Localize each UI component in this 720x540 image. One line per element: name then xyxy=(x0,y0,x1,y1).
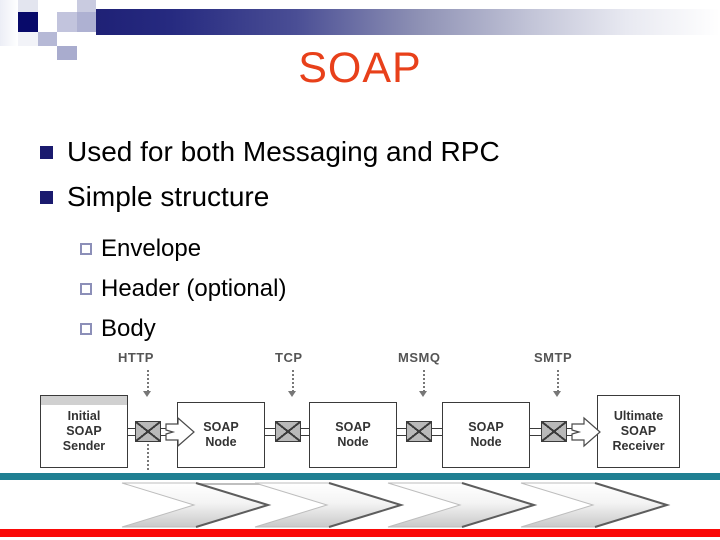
page-title: SOAP xyxy=(298,44,422,92)
protocol-dash-msmq xyxy=(423,370,425,392)
node-line: SOAP xyxy=(620,424,657,438)
deco-square-navy xyxy=(18,12,38,32)
flow-arrow-icon xyxy=(165,416,195,448)
sub-bullet-text: Body xyxy=(101,315,156,342)
list-item: Simple structure xyxy=(40,177,680,217)
deco-square-4 xyxy=(77,0,96,12)
footer-chevron-band xyxy=(0,481,720,529)
footer-red-rule xyxy=(0,529,720,537)
protocol-label-msmq: MSMQ xyxy=(398,350,441,365)
protocol-dash-smtp xyxy=(557,370,559,392)
connector-wire xyxy=(161,428,167,429)
node-line: SOAP xyxy=(335,420,371,434)
deco-square-9 xyxy=(38,32,57,46)
list-item: Envelope xyxy=(80,229,680,269)
protocol-dash-http xyxy=(147,370,149,392)
bullet-list: Used for both Messaging and RPC Simple s… xyxy=(40,132,680,349)
footer-teal-rule xyxy=(0,473,720,480)
soap-message-path-diagram: HTTP TCP MSMQ SMTP Initial SOAP Sender S… xyxy=(0,346,720,474)
deco-square-6 xyxy=(57,12,77,32)
sub-bullet-list: Envelope Header (optional) Body xyxy=(40,229,680,349)
arrow-down-icon xyxy=(553,391,561,397)
protocol-dash-http-lower xyxy=(147,440,149,470)
bullet-text: Used for both Messaging and RPC xyxy=(67,136,500,167)
node-line: Ultimate xyxy=(613,409,664,423)
sub-bullet-text: Envelope xyxy=(101,235,202,262)
node-line: Node xyxy=(337,435,369,449)
node-line: SOAP xyxy=(203,420,239,434)
connector-wire xyxy=(397,428,406,429)
diagram-node-soap-node-1: SOAP Node xyxy=(177,402,265,468)
diagram-node-soap-node-3: SOAP Node xyxy=(442,402,530,468)
connector-wire xyxy=(530,428,541,429)
hollow-square-bullet-icon xyxy=(80,243,92,255)
flow-arrow-icon xyxy=(571,416,601,448)
connector-wire xyxy=(530,435,541,436)
arrow-down-icon xyxy=(419,391,427,397)
connector-wire xyxy=(161,435,167,436)
connector-wire xyxy=(432,435,443,436)
node-line: SOAP xyxy=(66,424,102,438)
arrow-down-icon xyxy=(288,391,296,397)
connector-wire xyxy=(265,428,275,429)
deco-square-10 xyxy=(57,32,77,46)
envelope-icon xyxy=(406,421,432,442)
deco-square-5 xyxy=(38,12,57,32)
header-gradient-bar xyxy=(96,9,720,35)
hollow-square-bullet-icon xyxy=(80,283,92,295)
deco-square-3 xyxy=(57,0,77,12)
deco-square-11 xyxy=(57,46,77,60)
connector-wire xyxy=(301,428,310,429)
node-line: SOAP xyxy=(468,420,504,434)
protocol-label-http: HTTP xyxy=(118,350,154,365)
connector-wire xyxy=(432,428,443,429)
diagram-node-soap-node-2: SOAP Node xyxy=(309,402,397,468)
node-line: Initial xyxy=(67,409,101,423)
envelope-icon xyxy=(135,421,161,442)
connector-wire xyxy=(397,435,406,436)
connector-wire xyxy=(265,435,275,436)
node-line: Node xyxy=(205,435,237,449)
protocol-label-tcp: TCP xyxy=(275,350,303,365)
chevron-graphic xyxy=(121,482,671,528)
hollow-square-bullet-icon xyxy=(80,323,92,335)
list-item: Header (optional) xyxy=(80,269,680,309)
deco-square-7 xyxy=(77,12,96,32)
node-line: Receiver xyxy=(612,439,665,453)
connector-wire xyxy=(567,435,573,436)
diagram-node-ultimate-receiver: Ultimate SOAP Receiver xyxy=(597,395,680,468)
deco-square-1 xyxy=(18,0,38,12)
list-item: Used for both Messaging and RPC xyxy=(40,132,680,172)
list-item: Body xyxy=(80,309,680,349)
connector-wire xyxy=(128,428,136,429)
bullet-text: Simple structure xyxy=(67,181,270,212)
diagram-node-initial-sender: Initial SOAP Sender xyxy=(40,395,128,468)
envelope-icon xyxy=(275,421,301,442)
deco-square-2 xyxy=(38,0,57,12)
node-line: Sender xyxy=(62,439,106,453)
protocol-dash-tcp xyxy=(292,370,294,392)
node-line: Node xyxy=(470,435,502,449)
connector-wire xyxy=(301,435,310,436)
protocol-label-smtp: SMTP xyxy=(534,350,573,365)
filled-square-bullet-icon xyxy=(40,190,53,204)
envelope-icon xyxy=(541,421,567,442)
filled-square-bullet-icon xyxy=(40,145,53,159)
arrow-down-icon xyxy=(143,391,151,397)
connector-wire xyxy=(128,435,136,436)
connector-wire xyxy=(567,428,573,429)
deco-square-8 xyxy=(18,32,38,46)
sub-bullet-text: Header (optional) xyxy=(101,275,287,302)
deco-square-left-fade xyxy=(0,0,18,46)
